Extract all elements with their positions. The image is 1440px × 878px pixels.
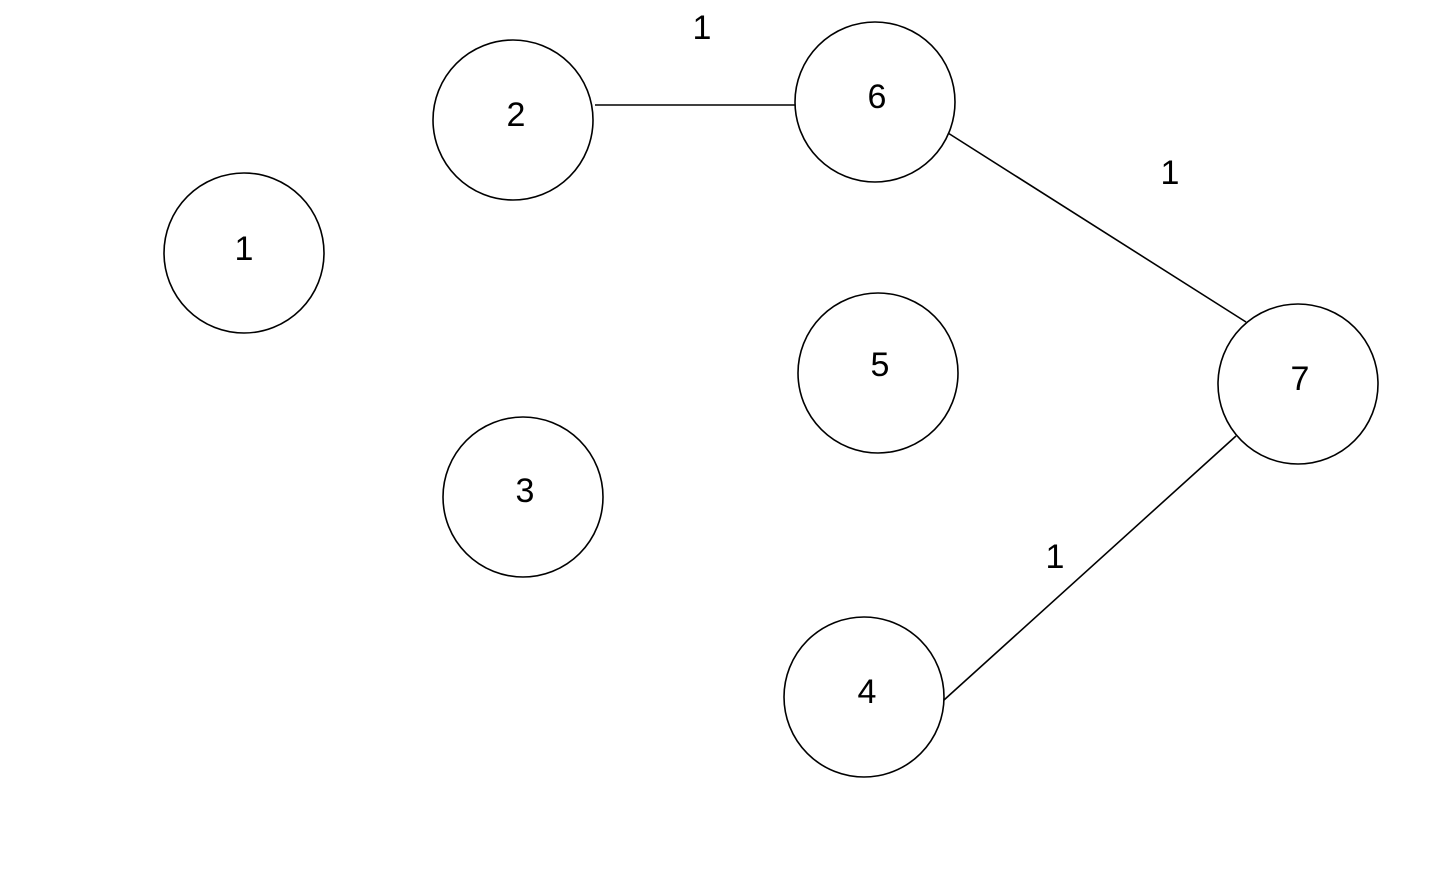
node-7: 7	[1217, 303, 1379, 465]
node-1: 1	[163, 172, 325, 334]
node-1-circle	[163, 172, 325, 334]
node-3-circle	[442, 416, 604, 578]
edge-4-7	[943, 435, 1237, 701]
edge-label-2-6: 1	[693, 9, 712, 47]
edges-layer	[595, 104, 1247, 701]
node-2-label: 2	[507, 96, 526, 134]
node-3: 3	[442, 416, 604, 578]
node-7-label: 7	[1291, 360, 1310, 398]
node-2-circle	[432, 39, 594, 201]
node-4-label: 4	[858, 673, 877, 711]
node-6: 6	[794, 21, 956, 183]
node-6-label: 6	[868, 78, 887, 116]
edge-6-7	[947, 132, 1247, 323]
edge-label-6-7: 1	[1161, 154, 1180, 192]
node-3-label: 3	[516, 472, 535, 510]
node-4: 4	[783, 616, 945, 778]
node-7-circle	[1217, 303, 1379, 465]
edge-label-4-7: 1	[1046, 538, 1065, 576]
node-2: 2	[432, 39, 594, 201]
node-6-circle	[794, 21, 956, 183]
node-5: 5	[797, 292, 959, 454]
edge-labels-layer: 1 1 1	[693, 9, 1180, 576]
node-5-label: 5	[871, 346, 890, 384]
nodes-layer: 1 2 3 4 5 6 7	[163, 21, 1379, 778]
node-4-circle	[783, 616, 945, 778]
node-5-circle	[797, 292, 959, 454]
node-1-label: 1	[235, 230, 254, 268]
